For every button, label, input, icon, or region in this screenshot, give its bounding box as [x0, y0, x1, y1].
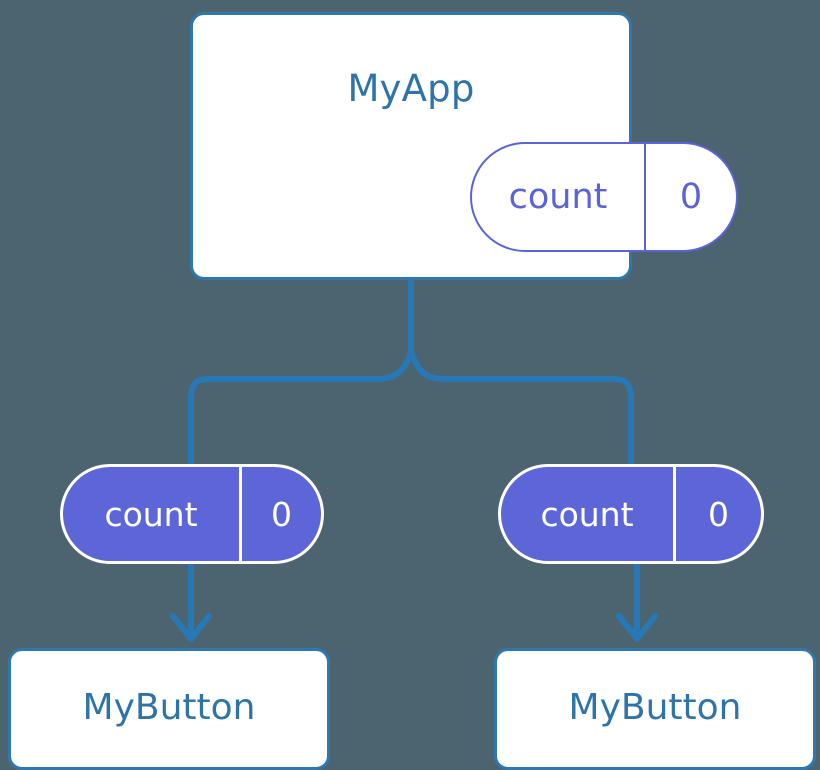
- component-box-mybutton-right[interactable]: MyButton: [494, 648, 816, 770]
- component-box-mybutton-left[interactable]: MyButton: [8, 648, 330, 770]
- state-key-branch-right: count: [540, 494, 634, 534]
- state-value-branch-left: 0: [239, 467, 321, 561]
- state-flow-branch-right: [408, 350, 634, 466]
- state-value-branch-right: 0: [673, 467, 761, 561]
- state-arrow-left-head: [170, 613, 212, 642]
- component-title-mybutton-right: MyButton: [568, 687, 742, 728]
- state-pill-branch-left[interactable]: count 0: [60, 464, 324, 564]
- component-title-myapp: MyApp: [347, 67, 475, 110]
- state-pill-branch-right[interactable]: count 0: [498, 464, 764, 564]
- state-key-branch-left: count: [104, 494, 198, 534]
- state-arrow-right-head: [616, 613, 658, 642]
- component-box-myapp[interactable]: MyApp count 0: [190, 12, 738, 280]
- component-title-mybutton-left: MyButton: [82, 687, 256, 728]
- state-value-myapp: 0: [644, 144, 736, 250]
- state-key-myapp: count: [508, 177, 608, 217]
- state-flow-branch-left: [188, 350, 414, 466]
- state-pill-myapp[interactable]: count 0: [470, 142, 738, 252]
